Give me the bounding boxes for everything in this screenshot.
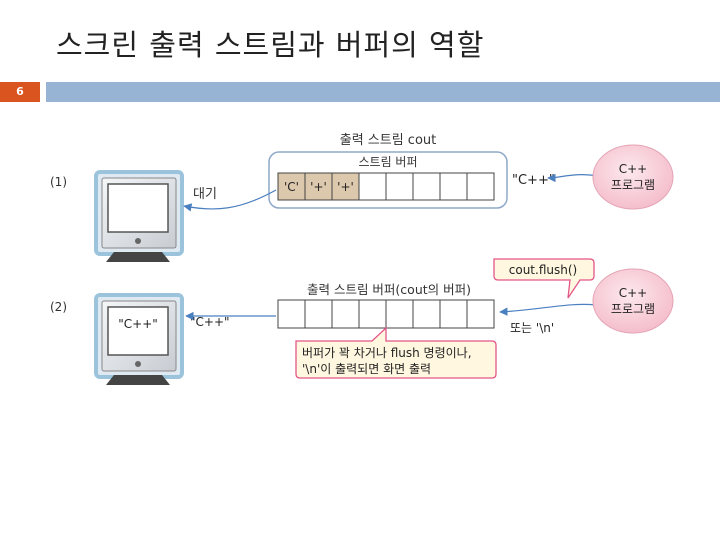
buffer-2-label: 출력 스트림 버퍼(cout의 버퍼) xyxy=(307,282,471,297)
slide-number-box: 6 xyxy=(0,82,40,102)
buffer-1-cell xyxy=(304,172,333,201)
part2-label: (2) xyxy=(50,300,67,314)
buffer-1-cell-text: 'C' xyxy=(284,180,299,194)
part1-label: (1) xyxy=(50,175,67,189)
buffer-1-cell-text: '+' xyxy=(337,180,354,194)
buffer-2-cell xyxy=(412,299,441,329)
arrow-program-to-buffer-2 xyxy=(499,303,597,316)
or-newline-label: 또는 '\n' xyxy=(510,321,554,335)
program-1-line1: C++ xyxy=(619,162,648,176)
slide-title: 스크린 출력 스트림과 버퍼의 역할 xyxy=(56,28,485,62)
buffer-2-cell xyxy=(439,299,468,329)
string-label-1: "C++" xyxy=(512,173,555,188)
buffer-1-cell xyxy=(358,172,387,201)
output-label-2: "C++" xyxy=(190,315,230,329)
buffer-2-cell xyxy=(358,299,387,329)
buffer-flush-callout: 버퍼가 꽉 차거나 flush 명령이나, '\n'이 출력되면 화면 출력 xyxy=(295,326,497,379)
program-1-line2: 프로그램 xyxy=(611,178,655,192)
callout-line2: '\n'이 출력되면 화면 출력 xyxy=(302,362,431,376)
flush-callout: cout.flush() xyxy=(493,258,595,299)
callout-line1: 버퍼가 꽉 차거나 flush 명령이나, xyxy=(302,346,472,360)
buffer-1-cell-text: '+' xyxy=(310,180,327,194)
monitor-1-icon xyxy=(94,170,184,262)
flush-label: cout.flush() xyxy=(509,263,577,277)
buffer-1-cell xyxy=(466,172,495,201)
program-2-line1: C++ xyxy=(619,286,648,300)
buffer-2-cell xyxy=(304,299,333,329)
monitor-2-icon: "C++" xyxy=(94,293,184,385)
program-bubble-1: C++ 프로그램 xyxy=(592,144,674,210)
buffer-2-cell xyxy=(277,299,306,329)
slide-number: 6 xyxy=(16,85,24,98)
buffer-1-cell xyxy=(331,172,360,201)
wait-label: 대기 xyxy=(193,187,217,202)
buffer-1-cell xyxy=(277,172,306,201)
buffer-2-cell xyxy=(331,299,360,329)
program-bubble-2: C++ 프로그램 xyxy=(592,268,674,334)
arrow-buffer-to-monitor-1 xyxy=(183,189,277,212)
header-bar xyxy=(46,82,720,102)
screen-output-text: "C++" xyxy=(118,317,158,331)
buffer-2-cell xyxy=(385,299,414,329)
buffer-1-cell xyxy=(385,172,414,201)
buffer-1: 'C' '+' '+' xyxy=(277,172,495,201)
buffer-2-cell xyxy=(466,299,495,329)
buffer-1-cell xyxy=(412,172,441,201)
buffer-1-cell xyxy=(439,172,468,201)
program-2-line2: 프로그램 xyxy=(611,302,655,316)
output-stream-label: 출력 스트림 cout xyxy=(340,133,437,148)
arrow-program-to-stream-1 xyxy=(547,173,599,183)
stream-buffer-label: 스트림 버퍼 xyxy=(358,155,417,169)
buffer-2 xyxy=(277,299,495,329)
